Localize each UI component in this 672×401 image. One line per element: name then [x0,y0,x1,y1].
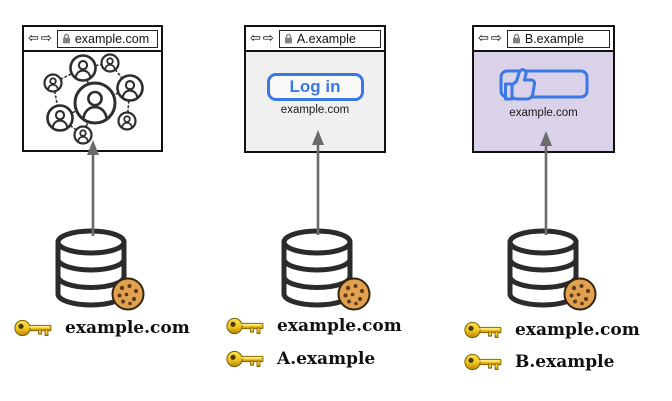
back-arrow-icon[interactable]: ⇦ [28,31,39,46]
cookie-key-row: example.com [464,319,640,341]
cookie-database-icon [281,228,371,311]
back-arrow-icon[interactable]: ⇦ [478,31,489,46]
cookie-key-row: B.example [464,351,614,373]
browser-window-example: ⇦ ⇨ example.com [22,25,163,152]
page-content-social-site [24,52,161,150]
cookie-key-label: example.com [277,316,402,336]
url-bar[interactable]: A.example [278,29,381,48]
key-icon [464,321,502,339]
embed-origin-caption: example.com [509,107,578,119]
cookie-key-label: example.com [515,320,640,340]
login-button[interactable]: Log in [266,73,364,101]
browser-window-a-example: ⇦ ⇨ A.example Log in example.com [244,25,386,153]
cookie-database-icon [55,228,145,311]
lock-icon [284,33,292,44]
arrow-cookies-to-a-example [312,130,324,235]
cookie-icon [111,277,145,311]
browser-titlebar: ⇦ ⇨ example.com [24,27,161,52]
forward-arrow-icon[interactable]: ⇨ [490,31,502,46]
forward-arrow-icon[interactable]: ⇨ [262,31,274,46]
cookie-key-row: A.example [226,348,375,370]
browser-window-b-example: ⇦ ⇨ B.example example.com [472,25,615,153]
browser-titlebar: ⇦ ⇨ A.example [246,27,384,52]
cookie-key-label: example.com [65,318,190,338]
like-button[interactable] [496,64,592,104]
arrow-cookies-to-b-example [540,131,552,235]
cookie-icon [337,277,371,311]
lock-icon [512,33,520,44]
social-network-graph-icon [43,53,144,145]
url-text: A.example [296,31,356,46]
forward-arrow-icon[interactable]: ⇨ [40,31,52,46]
url-bar[interactable]: B.example [506,29,610,48]
lock-icon [62,33,70,44]
page-content-site-a: Log in example.com [246,52,384,151]
url-bar[interactable]: example.com [56,29,158,48]
page-content-site-b: example.com [474,52,613,151]
cookie-key-row: example.com [14,317,190,339]
arrow-cookies-to-example [87,140,99,236]
embed-origin-caption: example.com [280,104,350,116]
browser-titlebar: ⇦ ⇨ B.example [474,27,613,52]
back-arrow-icon[interactable]: ⇦ [250,31,261,46]
cookie-key-label: A.example [277,349,376,369]
key-icon [226,350,264,368]
key-icon [226,317,264,335]
cookie-key-row: example.com [226,315,402,337]
cookie-icon [563,277,597,311]
cookie-database-icon [507,228,597,311]
cookie-key-label: B.example [515,352,615,372]
key-icon [14,319,52,337]
key-icon [464,353,502,371]
url-text: B.example [524,31,584,46]
url-text: example.com [74,31,150,46]
